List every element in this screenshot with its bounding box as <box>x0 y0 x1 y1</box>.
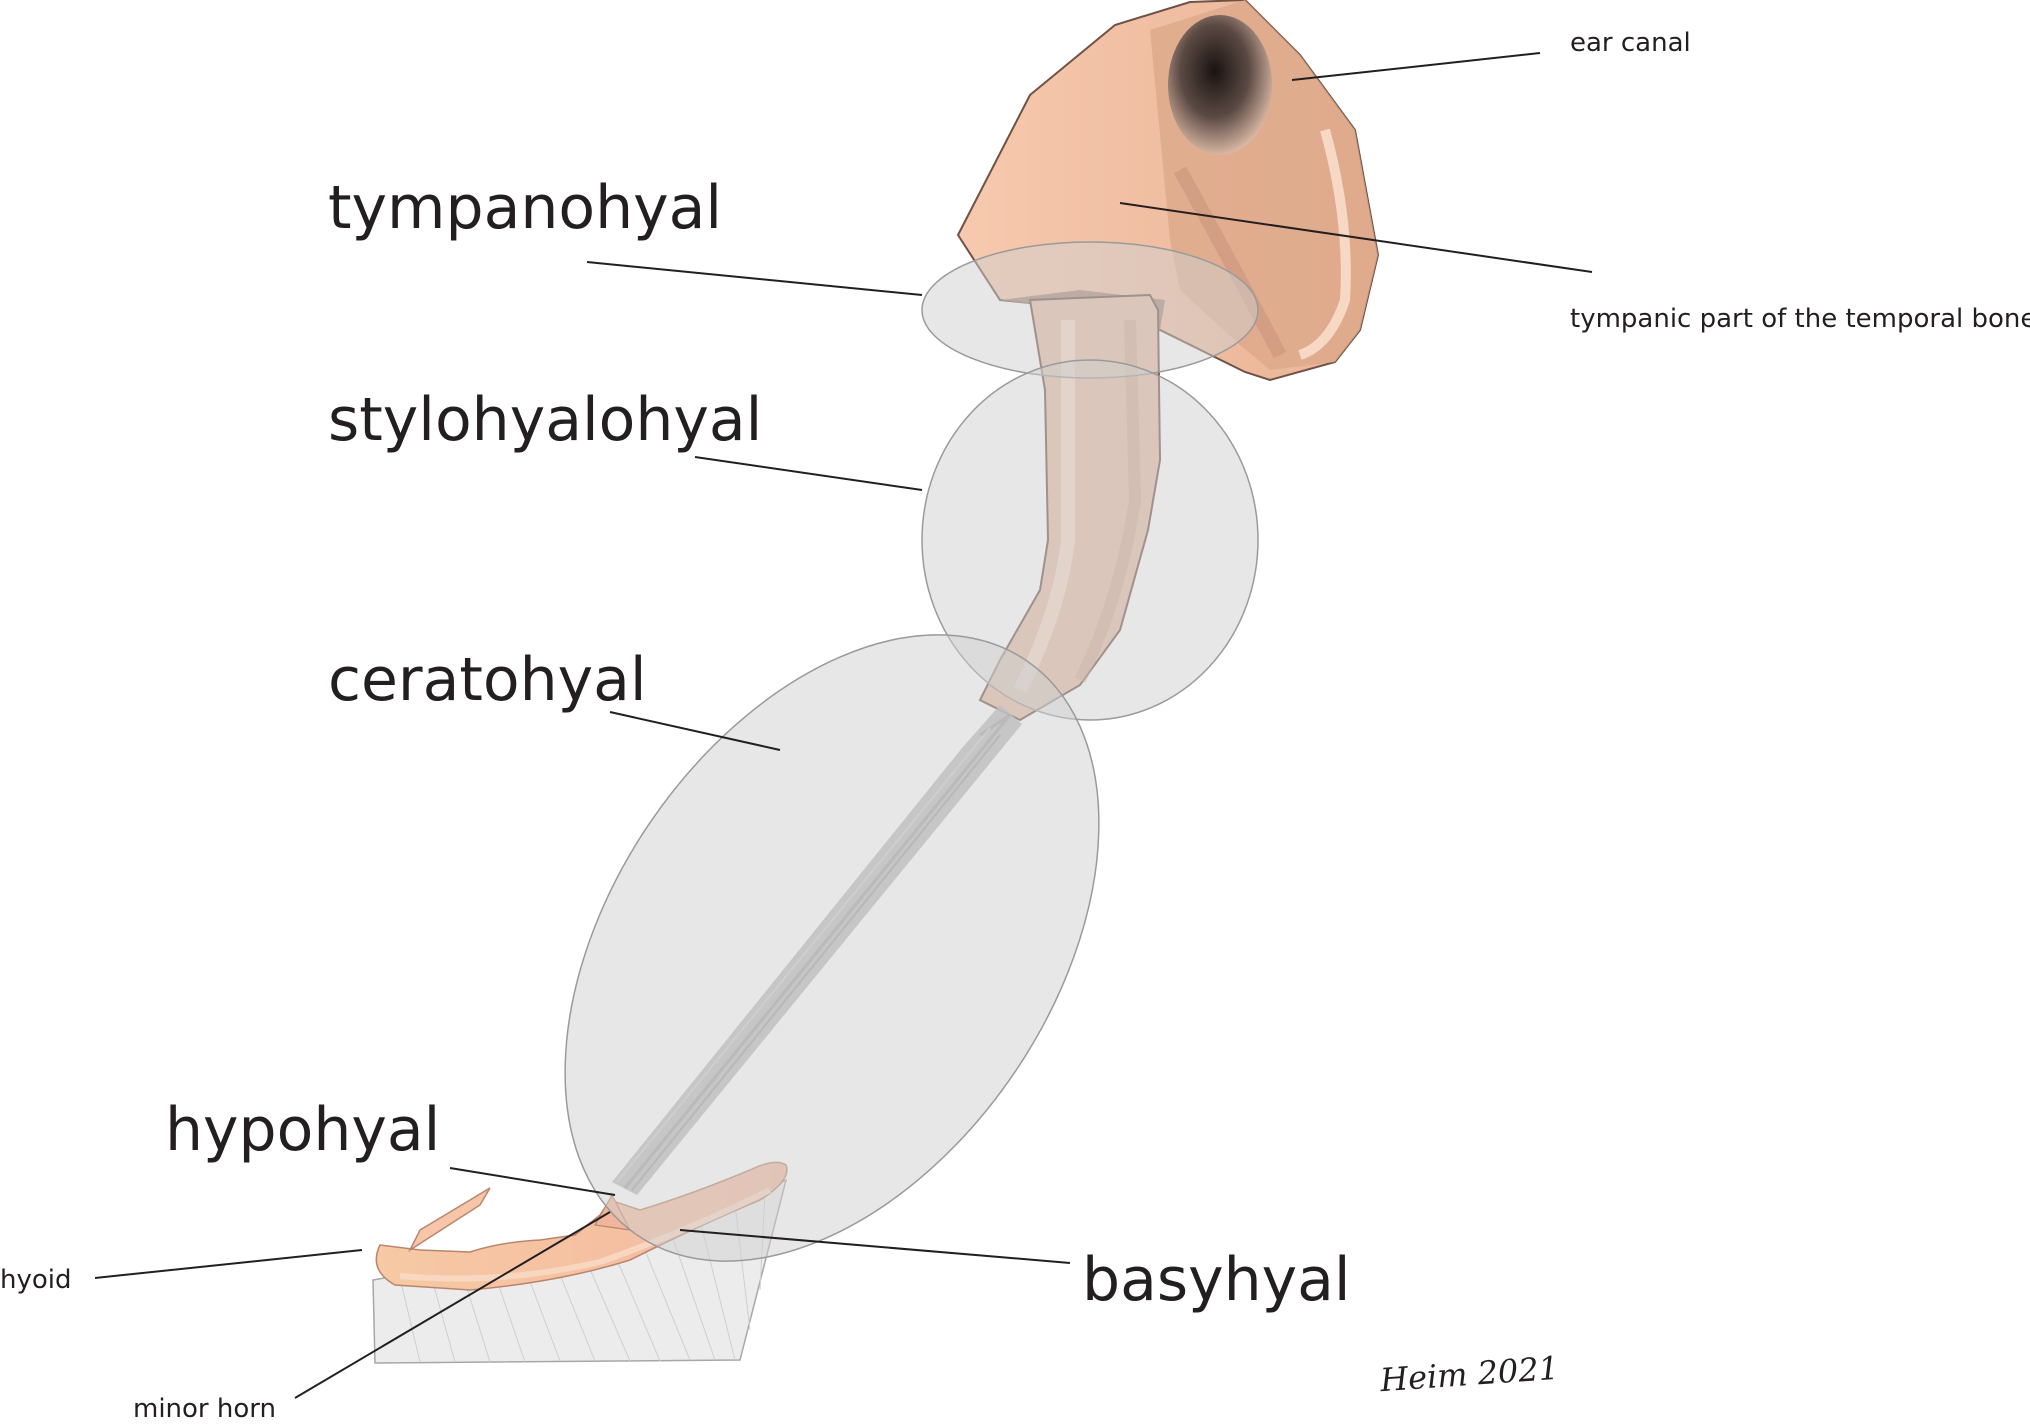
stylohyalohyal-region <box>921 359 1259 721</box>
hyoid-leader <box>94 1249 363 1279</box>
label-stylohyalohyal: stylohyalohyal <box>328 385 763 455</box>
tympanic-part-leader <box>1119 202 1593 273</box>
label-tympanohyal: tympanohyal <box>328 173 723 243</box>
label-ceratohyal: ceratohyal <box>328 645 647 715</box>
ear-canal-opening <box>1168 15 1272 155</box>
leader-lines <box>94 52 1593 1399</box>
label-minor-horn: minor horn <box>133 1394 276 1424</box>
tympanohyal-region <box>921 241 1259 379</box>
ear-canal-leader <box>1291 52 1541 81</box>
tympanohyal-leader <box>586 261 923 296</box>
label-tympanic-part: tympanic part of the temporal bone <box>1570 304 2030 334</box>
label-hyoid: hyoid <box>0 1265 72 1295</box>
label-hypohyal: hypohyal <box>165 1095 441 1165</box>
hyoid-body <box>372 1161 788 1364</box>
label-ear-canal: ear canal <box>1570 28 1691 58</box>
basyhyal-leader <box>679 1229 1071 1264</box>
stylohyalohyal-leader <box>694 456 923 491</box>
label-basyhyal: basyhyal <box>1082 1245 1351 1315</box>
hypohyal-leader <box>449 1167 616 1196</box>
ceratohyal-region <box>564 634 1100 1262</box>
ceratohyal-leader <box>609 711 781 751</box>
region-ellipses <box>564 241 1259 1262</box>
minor-horn-shape <box>408 1187 491 1253</box>
minor-horn-leader <box>294 1211 611 1399</box>
